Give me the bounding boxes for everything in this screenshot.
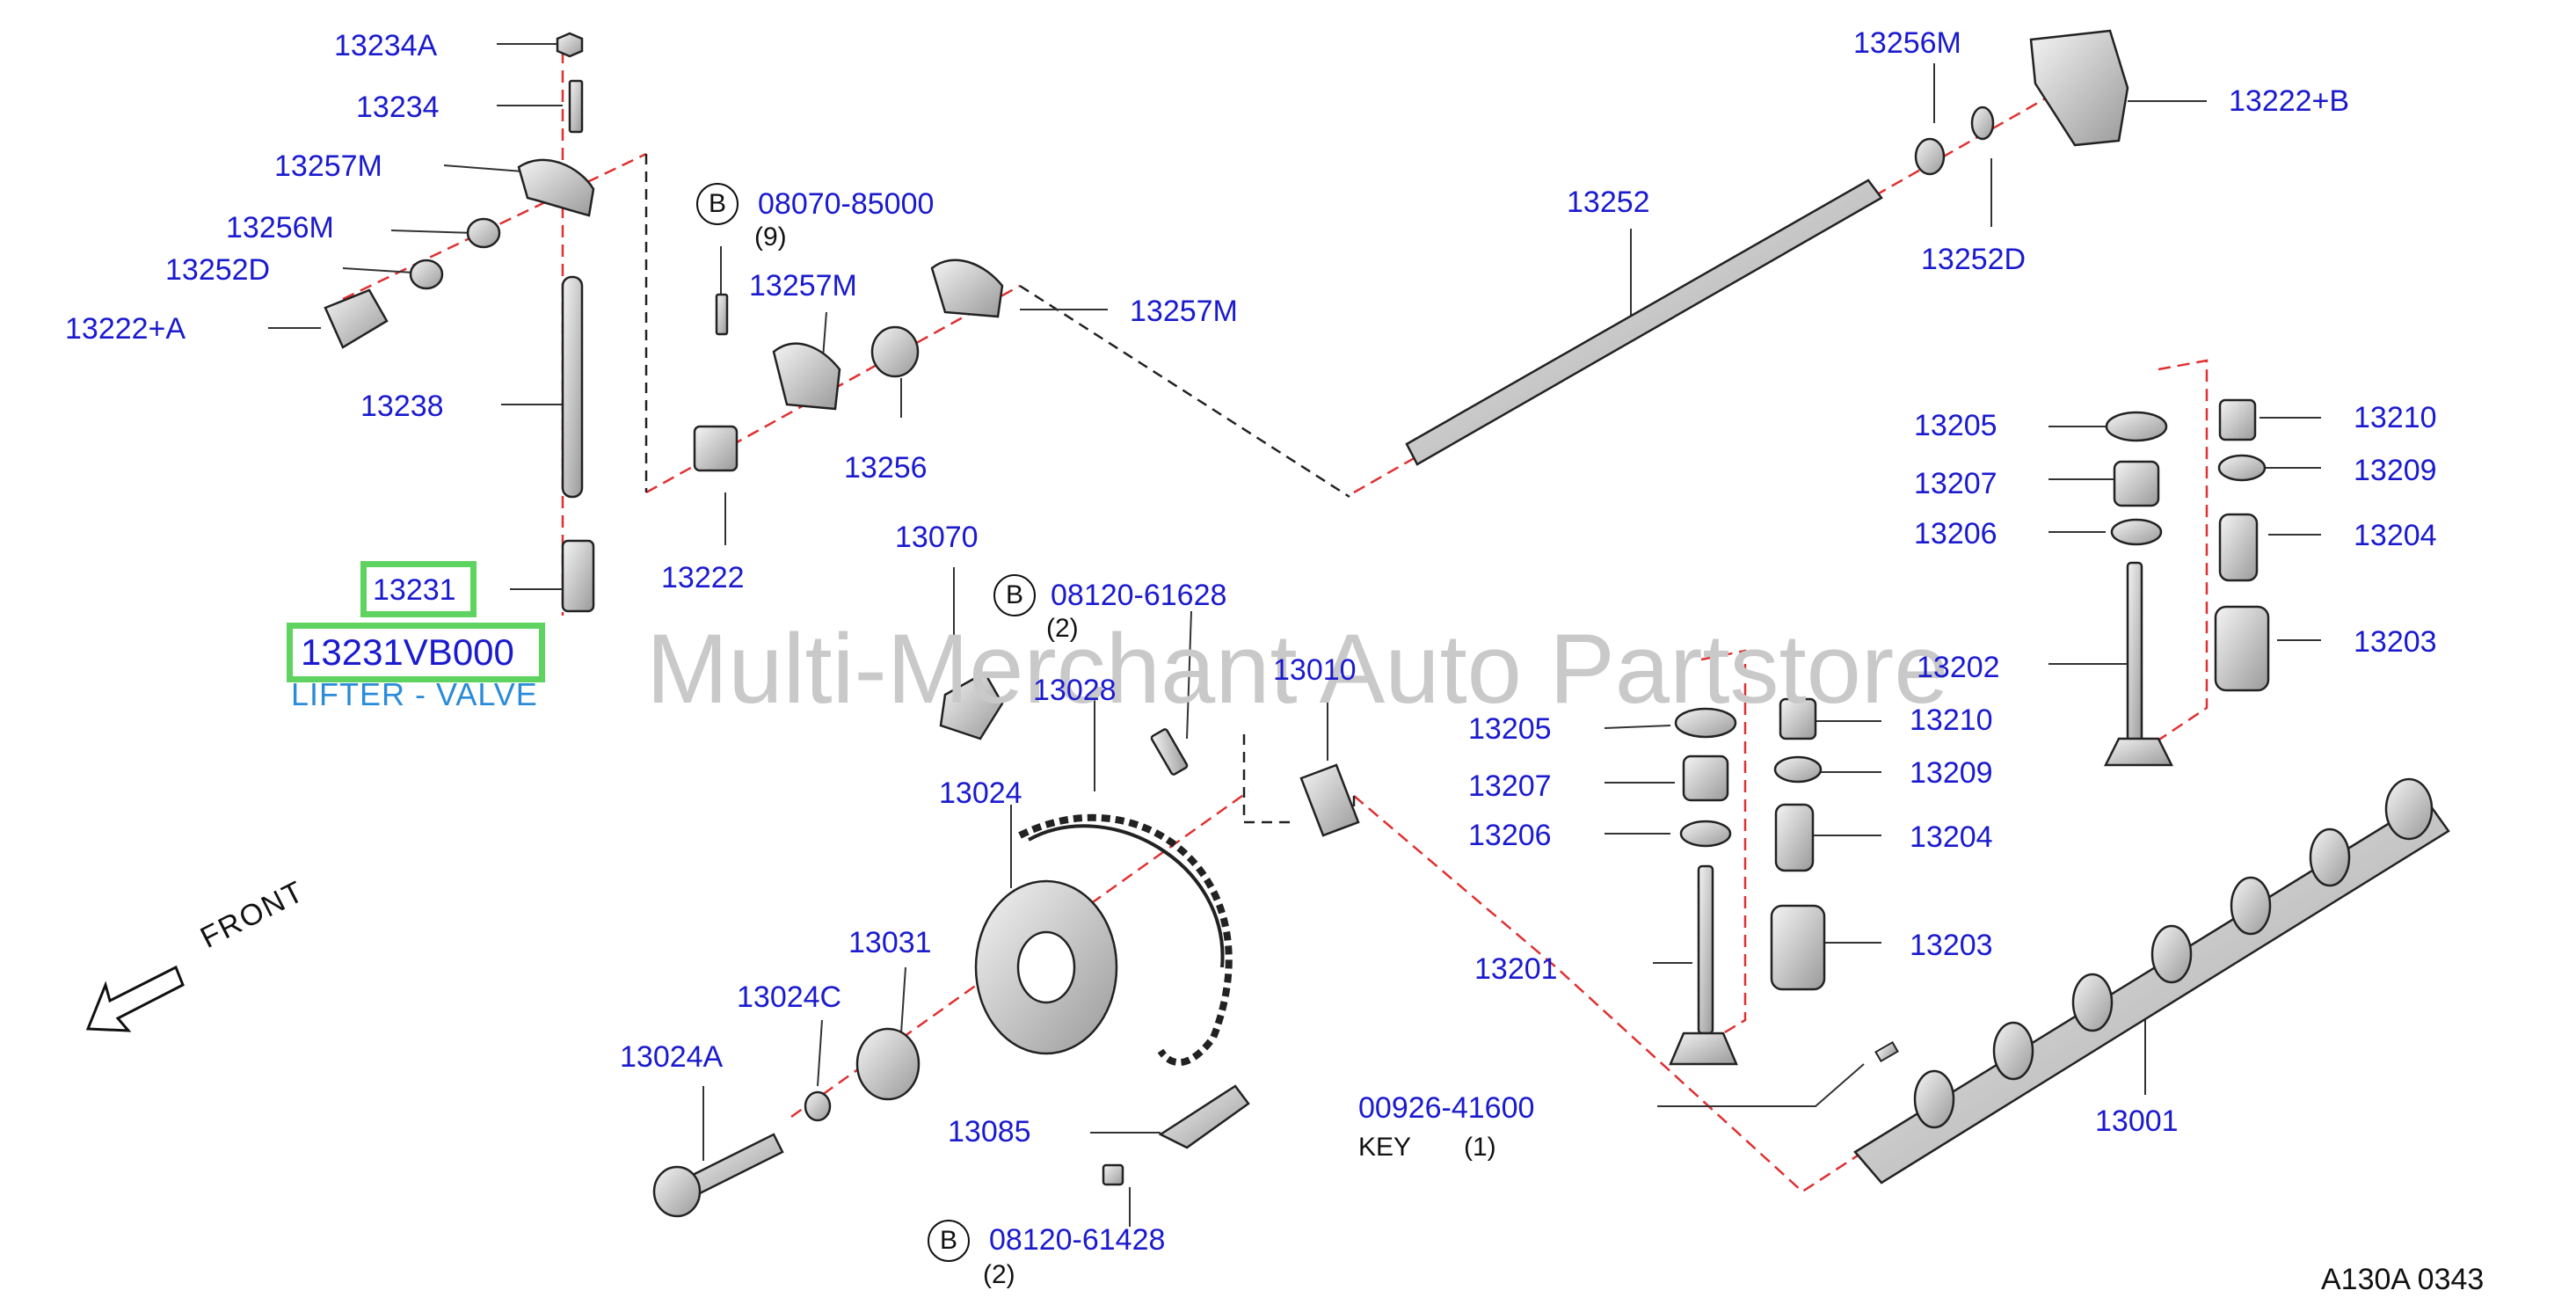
part-label-13204-center[interactable]: 13204 <box>1910 820 1993 854</box>
part-label-13257m-middle[interactable]: 13257M <box>749 269 857 303</box>
part-label-13206-center[interactable]: 13206 <box>1468 819 1552 852</box>
rocker-arm-assembly-middle <box>693 259 1004 472</box>
part-label-13209-right[interactable]: 13209 <box>2354 454 2437 487</box>
highlight-box-part <box>360 561 477 617</box>
part-label-13031[interactable]: 13031 <box>848 926 932 959</box>
rocker-arm-assembly-left <box>324 32 595 613</box>
part-label-13085[interactable]: 13085 <box>948 1115 1031 1148</box>
part-label-13204-right[interactable]: 13204 <box>2354 519 2437 552</box>
part-label-13222b[interactable]: 13222+B <box>2229 84 2350 118</box>
part-label-13222[interactable]: 13222 <box>661 561 745 594</box>
part-label-13070[interactable]: 13070 <box>895 521 979 554</box>
camshaft <box>1853 777 2450 1185</box>
part-label-13256[interactable]: 13256 <box>844 451 928 485</box>
part-label-13252d-right[interactable]: 13252D <box>1921 243 2027 276</box>
valve-assembly-center <box>1669 697 1826 1066</box>
part-label-13252d-left[interactable]: 13252D <box>165 253 271 287</box>
highlight-part-number[interactable]: 13231VB000 <box>301 631 514 673</box>
part-label-13024c[interactable]: 13024C <box>737 981 842 1014</box>
part-label-13203-right[interactable]: 13203 <box>2354 625 2437 659</box>
part-description: LIFTER - VALVE <box>291 676 538 712</box>
bolt-ref-b-circle-1: B <box>696 183 739 225</box>
bolt-ref-b-circle-2: B <box>993 574 1036 616</box>
watermark-text: Multi-Merchant Auto Partstore <box>646 614 1949 724</box>
key-part-number[interactable]: 00926-41600 <box>1358 1091 1535 1125</box>
bolt-ref-number-3[interactable]: 08120-61428 <box>989 1223 1166 1257</box>
part-label-13207-center[interactable]: 13207 <box>1468 769 1552 803</box>
part-label-13222a[interactable]: 13222+A <box>65 312 186 346</box>
key-part-name: KEY <box>1358 1133 1412 1162</box>
part-label-13010[interactable]: 13010 <box>1273 653 1357 687</box>
bolt-ref-qty-3: (2) <box>983 1260 1015 1289</box>
front-arrow-icon <box>85 965 185 1032</box>
part-label-13024a[interactable]: 13024A <box>620 1040 724 1074</box>
bolt-ref-qty-1: (9) <box>754 222 787 252</box>
highlight-part-label[interactable]: 13231 <box>373 573 456 607</box>
part-label-13234[interactable]: 13234 <box>356 91 440 124</box>
rocker-shaft <box>1405 29 2129 466</box>
part-label-13210-center[interactable]: 13210 <box>1910 704 1993 737</box>
part-label-13203-center[interactable]: 13203 <box>1910 929 1993 962</box>
bolt-ref-number-2[interactable]: 08120-61628 <box>1051 579 1227 612</box>
part-label-13207-right[interactable]: 13207 <box>1914 467 1997 500</box>
bolt-ref-b-circle-3: B <box>928 1220 970 1262</box>
part-label-13205-center[interactable]: 13205 <box>1468 712 1552 746</box>
part-label-13238[interactable]: 13238 <box>360 390 444 423</box>
part-label-13202[interactable]: 13202 <box>1917 651 2000 684</box>
part-label-13024[interactable]: 13024 <box>939 776 1022 810</box>
part-label-13205-right[interactable]: 13205 <box>1914 409 1997 442</box>
part-label-13256m-right[interactable]: 13256M <box>1853 26 1961 60</box>
part-label-13201[interactable]: 13201 <box>1474 952 1558 986</box>
part-label-13206-right[interactable]: 13206 <box>1914 517 1997 550</box>
valve-assembly-right <box>2103 398 2270 767</box>
leader-lines <box>268 43 2321 1227</box>
part-label-13234a[interactable]: 13234A <box>334 29 438 62</box>
part-label-13001[interactable]: 13001 <box>2095 1105 2179 1138</box>
part-label-13257m-right[interactable]: 13257M <box>1130 295 1238 328</box>
bolt-ref-qty-2: (2) <box>1046 614 1079 643</box>
part-label-13252[interactable]: 13252 <box>1567 186 1650 219</box>
part-label-13210-right[interactable]: 13210 <box>2354 401 2437 434</box>
part-label-13209-center[interactable]: 13209 <box>1910 756 1993 790</box>
part-label-13028[interactable]: 13028 <box>1033 674 1117 707</box>
key-part <box>1874 1040 1899 1063</box>
part-label-13256m-left[interactable]: 13256M <box>226 211 334 244</box>
highlight-box-part-number <box>287 623 545 682</box>
key-part-qty: (1) <box>1464 1133 1496 1162</box>
timing-components <box>652 671 1360 1218</box>
diagram-code: A130A 0343 <box>2321 1263 2485 1296</box>
part-label-13257m-left[interactable]: 13257M <box>274 149 382 183</box>
bolt-ref-number-1[interactable]: 08070-85000 <box>758 187 935 221</box>
